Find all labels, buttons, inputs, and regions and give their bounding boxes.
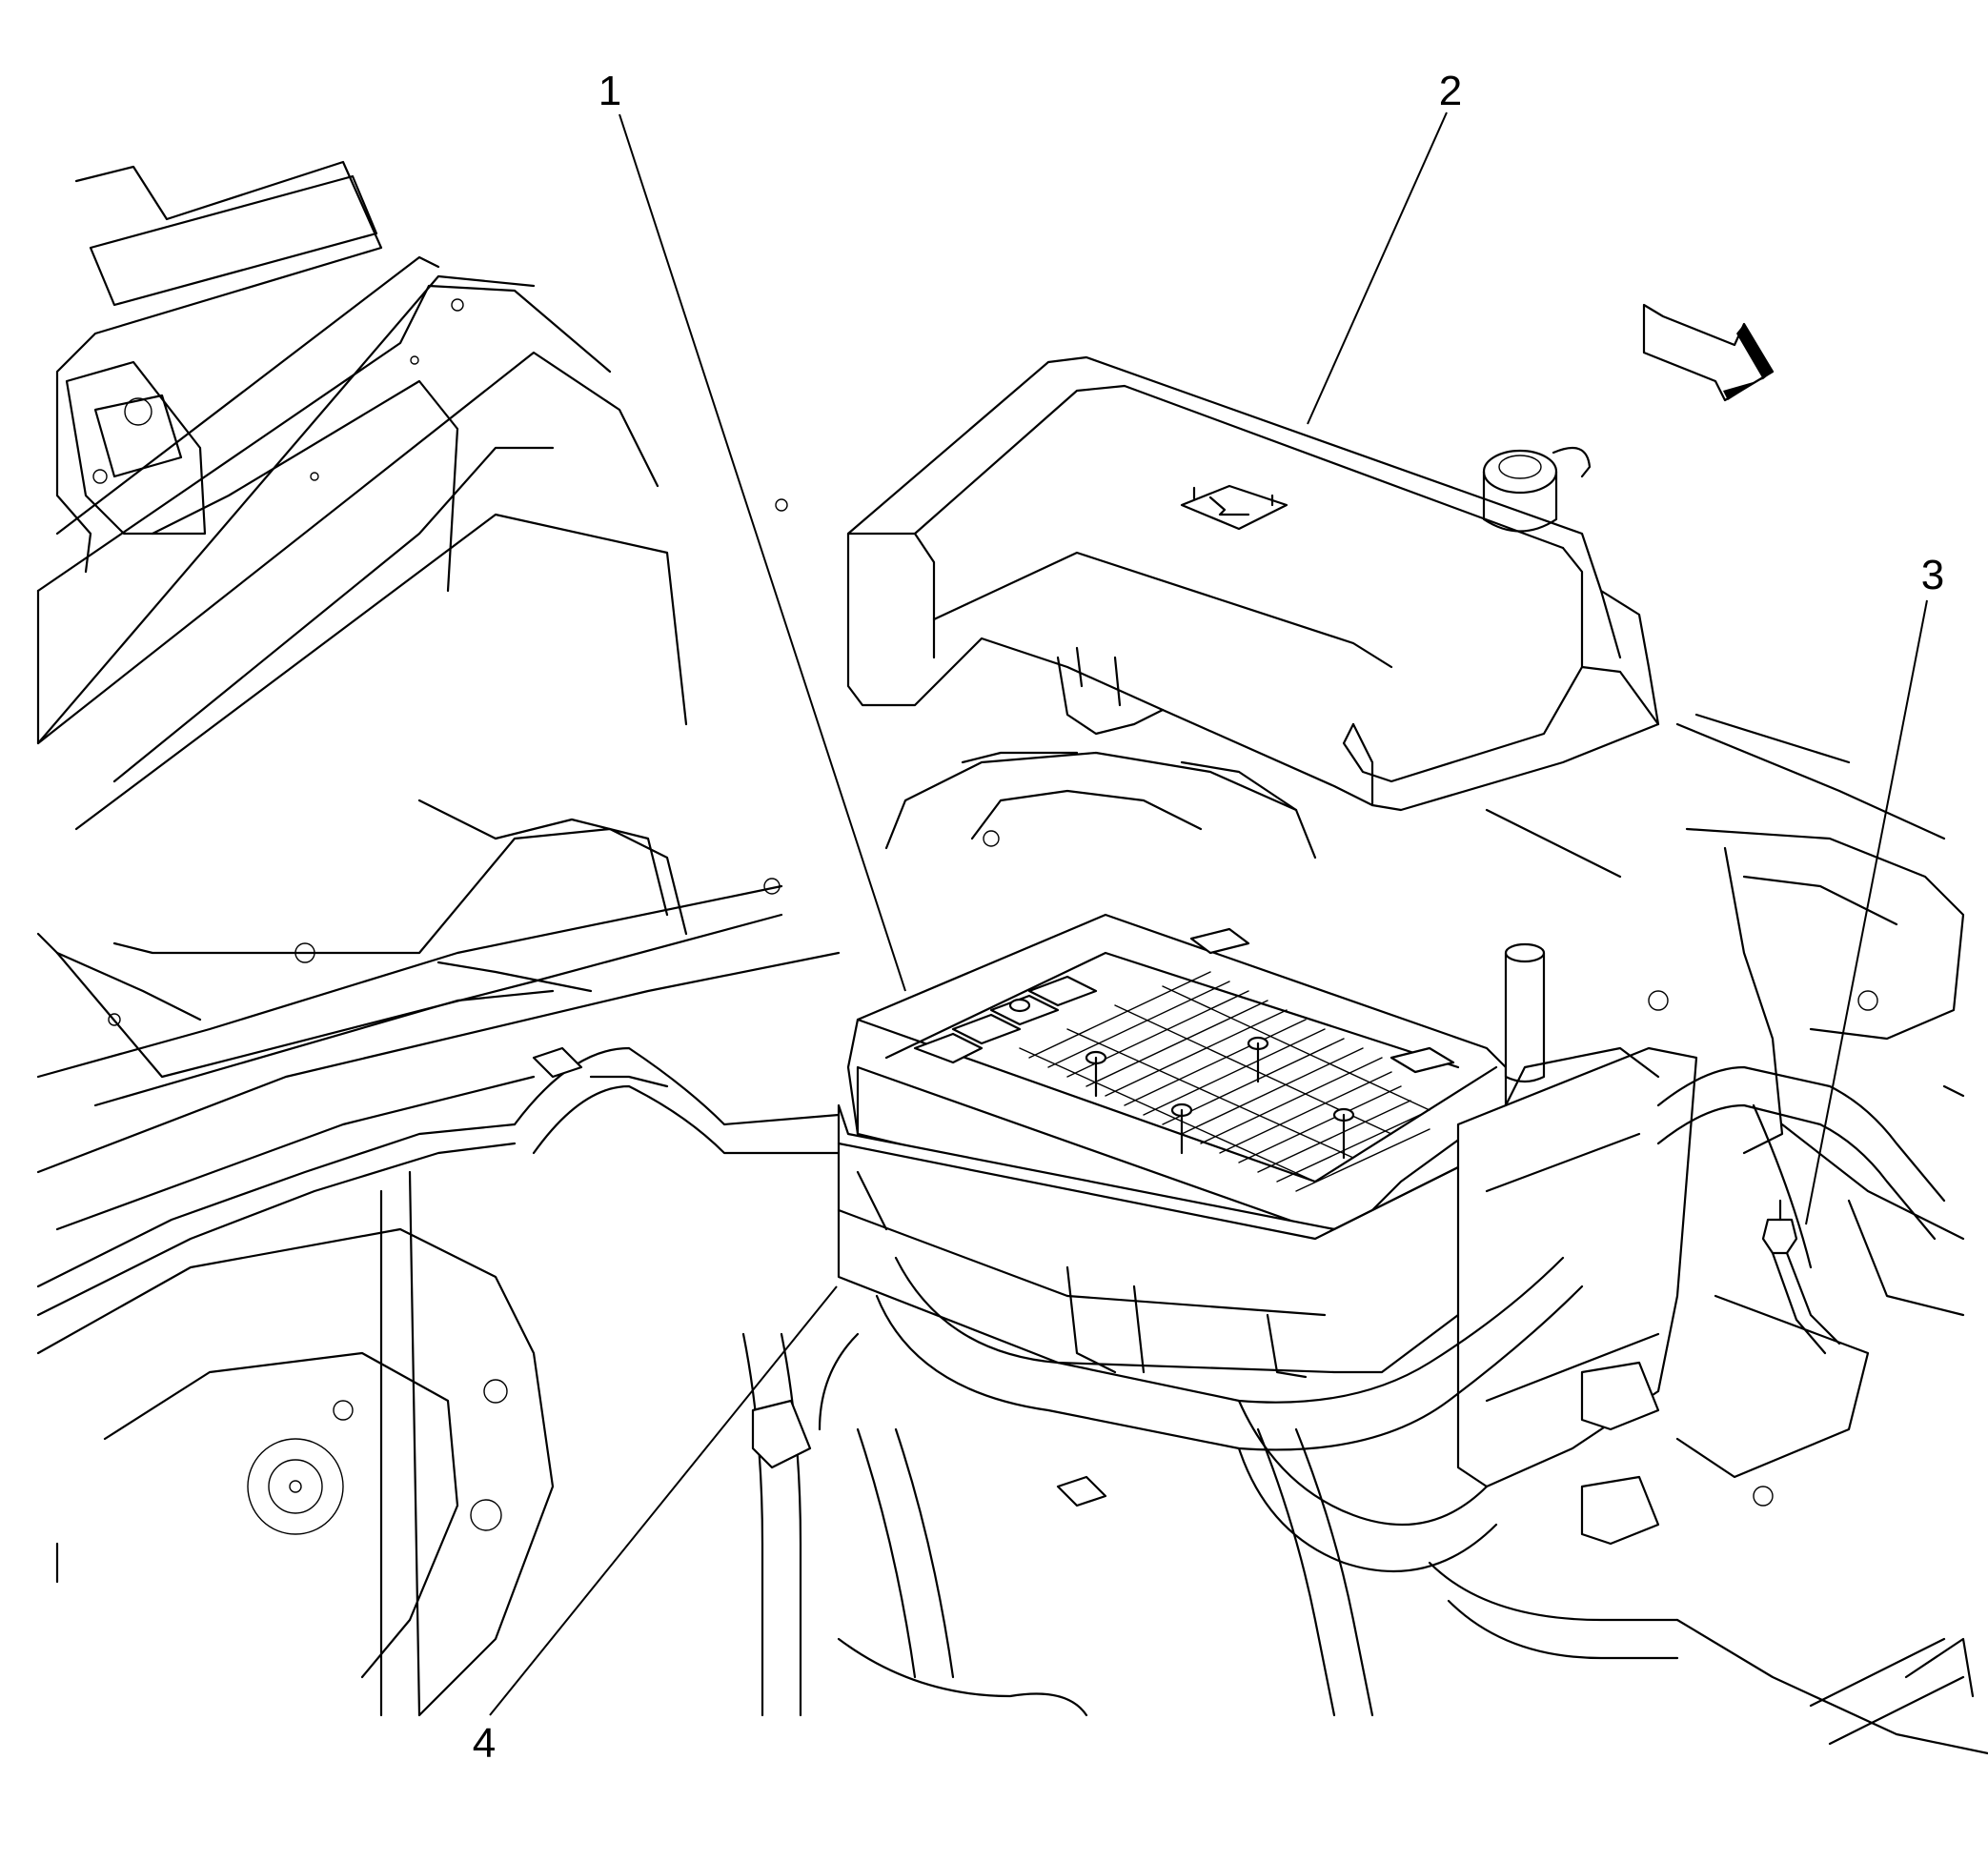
leader-lines bbox=[489, 111, 1928, 1716]
right-structure bbox=[1648, 713, 1988, 1755]
callout-2: 2 bbox=[1438, 68, 1463, 114]
callout-4: 4 bbox=[472, 1720, 497, 1767]
lower-apron bbox=[36, 1170, 555, 1717]
fuse-block bbox=[837, 913, 1698, 1488]
wiring-harness bbox=[36, 1046, 1965, 1746]
cover-cap bbox=[1482, 446, 1592, 533]
callout-3: 3 bbox=[1920, 552, 1945, 598]
fuse-block-studs bbox=[1008, 998, 1355, 1160]
callout-1: 1 bbox=[598, 68, 622, 114]
ground-stud bbox=[1761, 1199, 1841, 1355]
leader-line-2 bbox=[1307, 111, 1448, 425]
connectors bbox=[532, 1046, 1660, 1546]
fuse-symbol-icon bbox=[1180, 484, 1288, 531]
leader-line-1 bbox=[619, 113, 906, 992]
leader-line-4 bbox=[489, 1285, 838, 1716]
front-direction-arrow-icon bbox=[1642, 303, 1775, 402]
fuse-block-cover bbox=[846, 355, 1660, 812]
inner-wheelhouse bbox=[884, 751, 1622, 879]
body-frame bbox=[36, 160, 841, 1231]
leader-line-3 bbox=[1805, 599, 1928, 1225]
fuse-grid bbox=[1019, 971, 1430, 1192]
